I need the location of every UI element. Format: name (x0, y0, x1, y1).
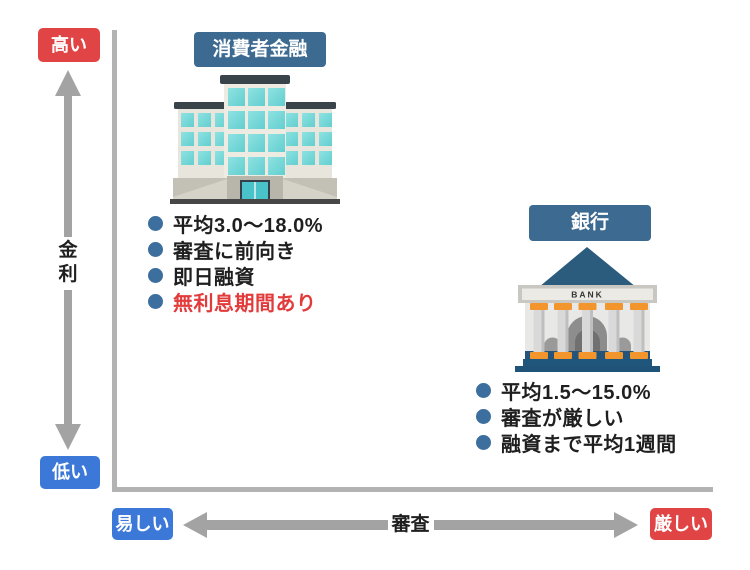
feature-item: 平均1.5〜15.0% (476, 377, 677, 404)
office-building-icon (170, 75, 340, 204)
y-axis-high-badge: 高い (38, 28, 100, 62)
x-axis-strict-badge: 厳しい (650, 508, 712, 540)
feature-item: 無利息期間あり (148, 288, 323, 315)
bank-sign-text: BANK (571, 290, 604, 300)
feature-text: 即日融資 (173, 266, 255, 289)
feature-item: 審査が厳しい (476, 403, 677, 430)
feature-text: 平均3.0〜18.0% (173, 214, 324, 237)
x-axis-easy-badge: 易しい (112, 508, 173, 540)
y-axis-line (112, 30, 117, 492)
consumer-finance-features: 平均3.0〜18.0% 審査に前向き 即日融資 無利息期間あり (148, 210, 324, 315)
feature-item: 平均3.0〜18.0% (148, 210, 324, 237)
feature-item: 即日融資 (148, 262, 323, 289)
arrow-down-icon (55, 290, 81, 450)
bullet-icon (148, 215, 163, 231)
feature-text: 無利息期間あり (173, 292, 317, 315)
feature-text: 審査が厳しい (501, 407, 624, 430)
feature-text: 平均1.5〜15.0% (501, 381, 652, 404)
bank-label: 銀行 (529, 205, 651, 241)
bullet-icon (476, 408, 491, 424)
bullet-icon (476, 382, 491, 398)
x-axis-label: 審査 (387, 510, 434, 540)
bullet-icon (148, 267, 163, 283)
feature-item: 審査に前向き (148, 236, 323, 263)
bullet-icon (476, 434, 491, 450)
bullet-icon (148, 241, 163, 257)
consumer-finance-label: 消費者金融 (194, 32, 326, 67)
y-axis-label: 金利 (58, 240, 78, 285)
x-axis-arrow-group: 審査 (183, 510, 638, 540)
bank-icon: BANK (515, 247, 660, 372)
bank-features: 平均1.5〜15.0% 審査が厳しい 融資まで平均1週間 (476, 377, 677, 456)
arrow-up-icon (55, 70, 81, 237)
feature-text: 審査に前向き (173, 240, 296, 263)
y-axis-low-badge: 低い (40, 456, 100, 489)
feature-text: 融資まで平均1週間 (501, 433, 677, 456)
x-axis-line (112, 487, 713, 492)
bullet-icon (148, 293, 163, 309)
feature-item: 融資まで平均1週間 (476, 429, 677, 456)
